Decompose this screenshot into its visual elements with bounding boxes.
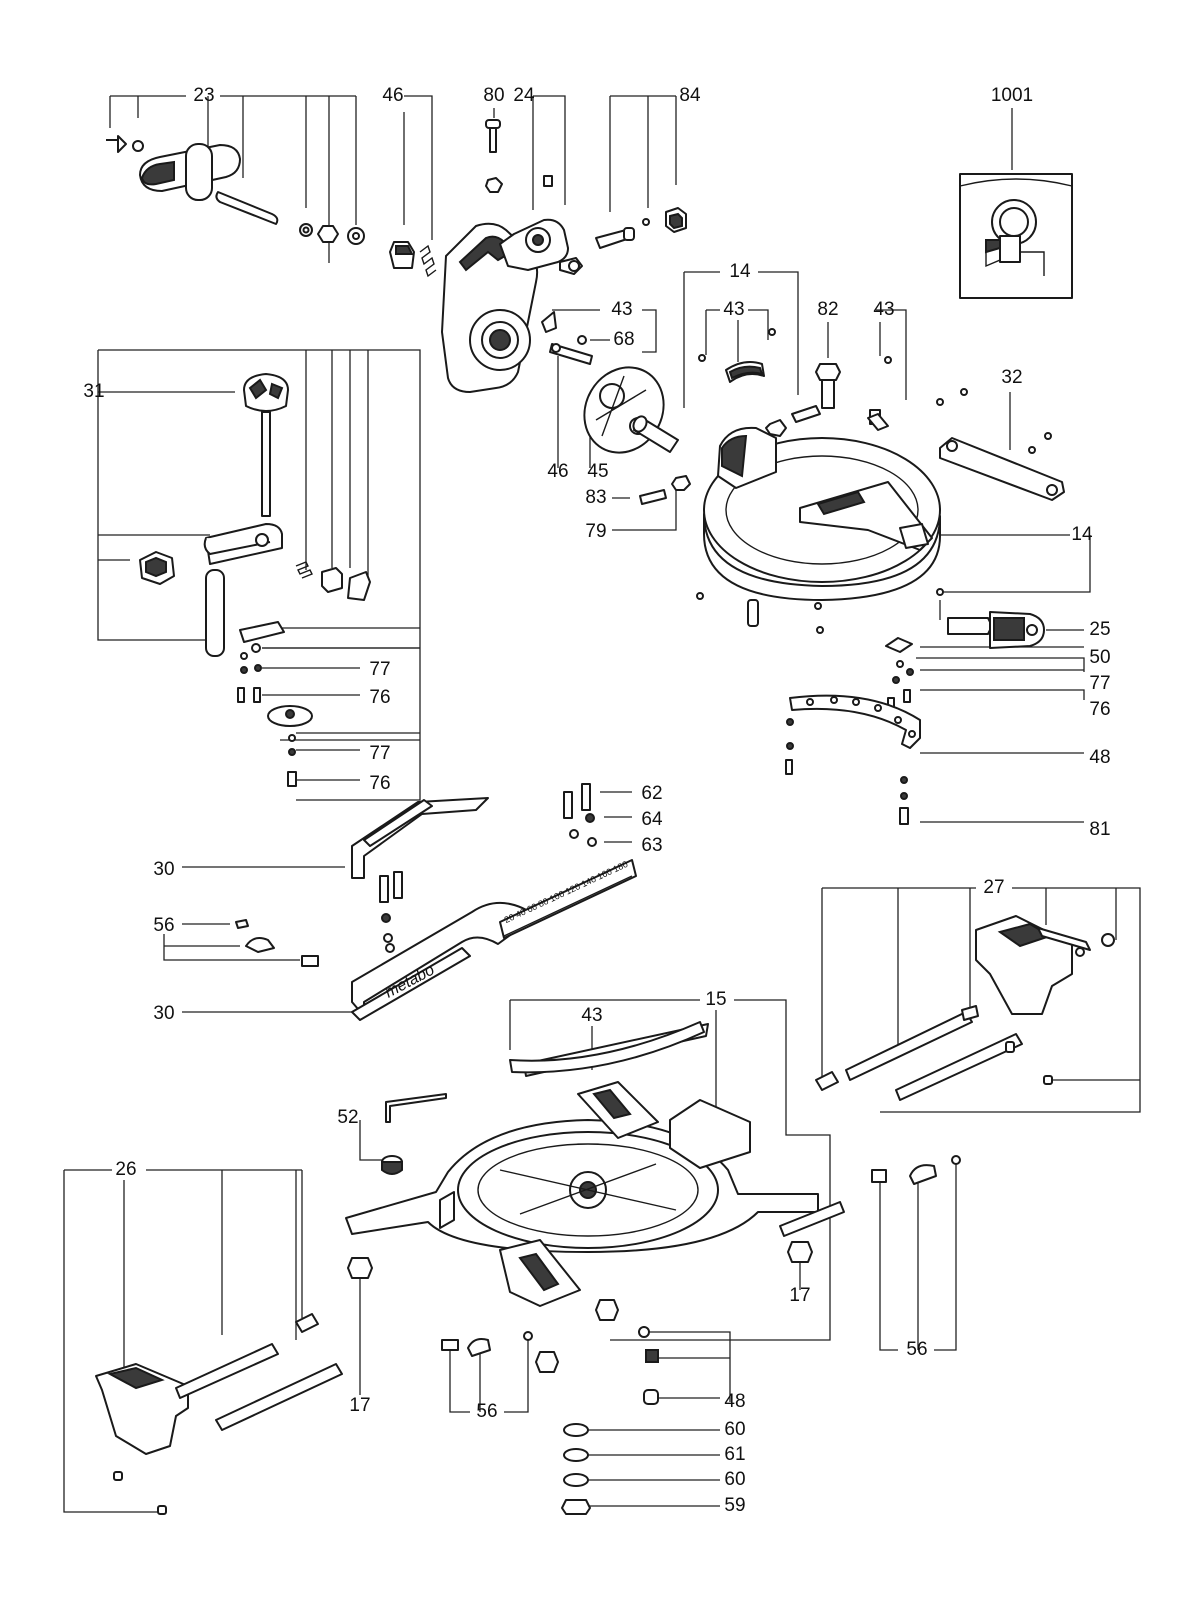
label-46-top: 46	[382, 85, 404, 106]
label-76-right: 76	[1089, 699, 1111, 720]
part-52-wrench	[381, 1093, 447, 1175]
part-31-clamp	[139, 373, 371, 787]
label-79: 79	[585, 521, 607, 542]
label-82: 82	[817, 299, 839, 320]
label-56-left: 56	[153, 915, 175, 936]
label-50: 50	[1089, 647, 1111, 668]
label-43-b: 43	[723, 299, 745, 320]
label-62: 62	[641, 783, 663, 804]
label-48-right: 48	[1089, 747, 1111, 768]
label-32: 32	[1001, 367, 1023, 388]
label-83: 83	[585, 487, 607, 508]
label-56-right: 56	[906, 1339, 928, 1360]
label-31: 31	[83, 381, 105, 402]
part-15-base	[345, 1023, 845, 1307]
leader-lines	[63, 95, 1141, 1513]
label-77-right: 77	[1089, 673, 1111, 694]
label-17-right: 17	[789, 1285, 811, 1306]
label-84: 84	[679, 85, 701, 106]
label-61: 61	[724, 1444, 746, 1465]
label-76-left-a: 76	[369, 687, 391, 708]
label-26: 26	[115, 1159, 137, 1180]
label-14-top: 14	[729, 261, 751, 282]
label-43-a: 43	[611, 299, 633, 320]
part-23-handle	[106, 135, 365, 245]
part-14-pin-bolt	[632, 415, 691, 505]
part-48-60-61-59-stack	[561, 1326, 659, 1515]
part-80-bolt	[485, 119, 503, 193]
part-84-pin-nut	[595, 207, 687, 249]
part-14-blade-guard	[696, 409, 944, 634]
part-27-right-extension	[815, 915, 1115, 1101]
part-24-arm-housing	[441, 175, 583, 393]
label-77-left-b: 77	[369, 743, 391, 764]
label-1001: 1001	[990, 85, 1034, 106]
part-43-scale	[509, 1021, 705, 1074]
label-59: 59	[724, 1495, 746, 1516]
label-30-upper: 30	[153, 859, 175, 880]
label-60-b: 60	[724, 1469, 746, 1490]
label-64: 64	[641, 809, 663, 830]
label-45: 45	[587, 461, 609, 482]
part-62-64-63-screws	[563, 783, 597, 847]
label-68: 68	[613, 329, 635, 350]
label-43-scale: 43	[581, 1005, 603, 1026]
label-27: 27	[983, 877, 1005, 898]
label-43-c: 43	[873, 299, 895, 320]
part-56-screws	[441, 1155, 961, 1357]
part-1001-inset	[959, 173, 1073, 299]
label-30-lower: 30	[153, 1003, 175, 1024]
label-76-left-b: 76	[369, 773, 391, 794]
part-46-spring	[389, 241, 437, 278]
part-82-bolt	[765, 363, 841, 437]
label-24: 24	[513, 85, 535, 106]
part-32-bar	[884, 356, 1065, 501]
part-43-clip	[541, 311, 776, 383]
part-46-shaft-45-plate	[549, 343, 665, 454]
label-81: 81	[1089, 819, 1111, 840]
label-48-bottom: 48	[724, 1391, 746, 1412]
label-15: 15	[705, 989, 727, 1010]
part-25-48-right-hardware	[785, 611, 1045, 825]
label-46-mid: 46	[547, 461, 569, 482]
label-17-left: 17	[349, 1395, 371, 1416]
label-23: 23	[193, 85, 215, 106]
label-60-a: 60	[724, 1419, 746, 1440]
part-30-fences	[235, 797, 637, 1021]
part-26-left-extension	[95, 1313, 343, 1515]
label-14-right: 14	[1071, 524, 1093, 545]
label-63: 63	[641, 835, 663, 856]
label-56-mid: 56	[476, 1401, 498, 1422]
part-17-feet	[347, 1241, 813, 1373]
label-52: 52	[337, 1107, 359, 1128]
label-25: 25	[1089, 619, 1111, 640]
label-80: 80	[483, 85, 505, 106]
label-77-left-a: 77	[369, 659, 391, 680]
